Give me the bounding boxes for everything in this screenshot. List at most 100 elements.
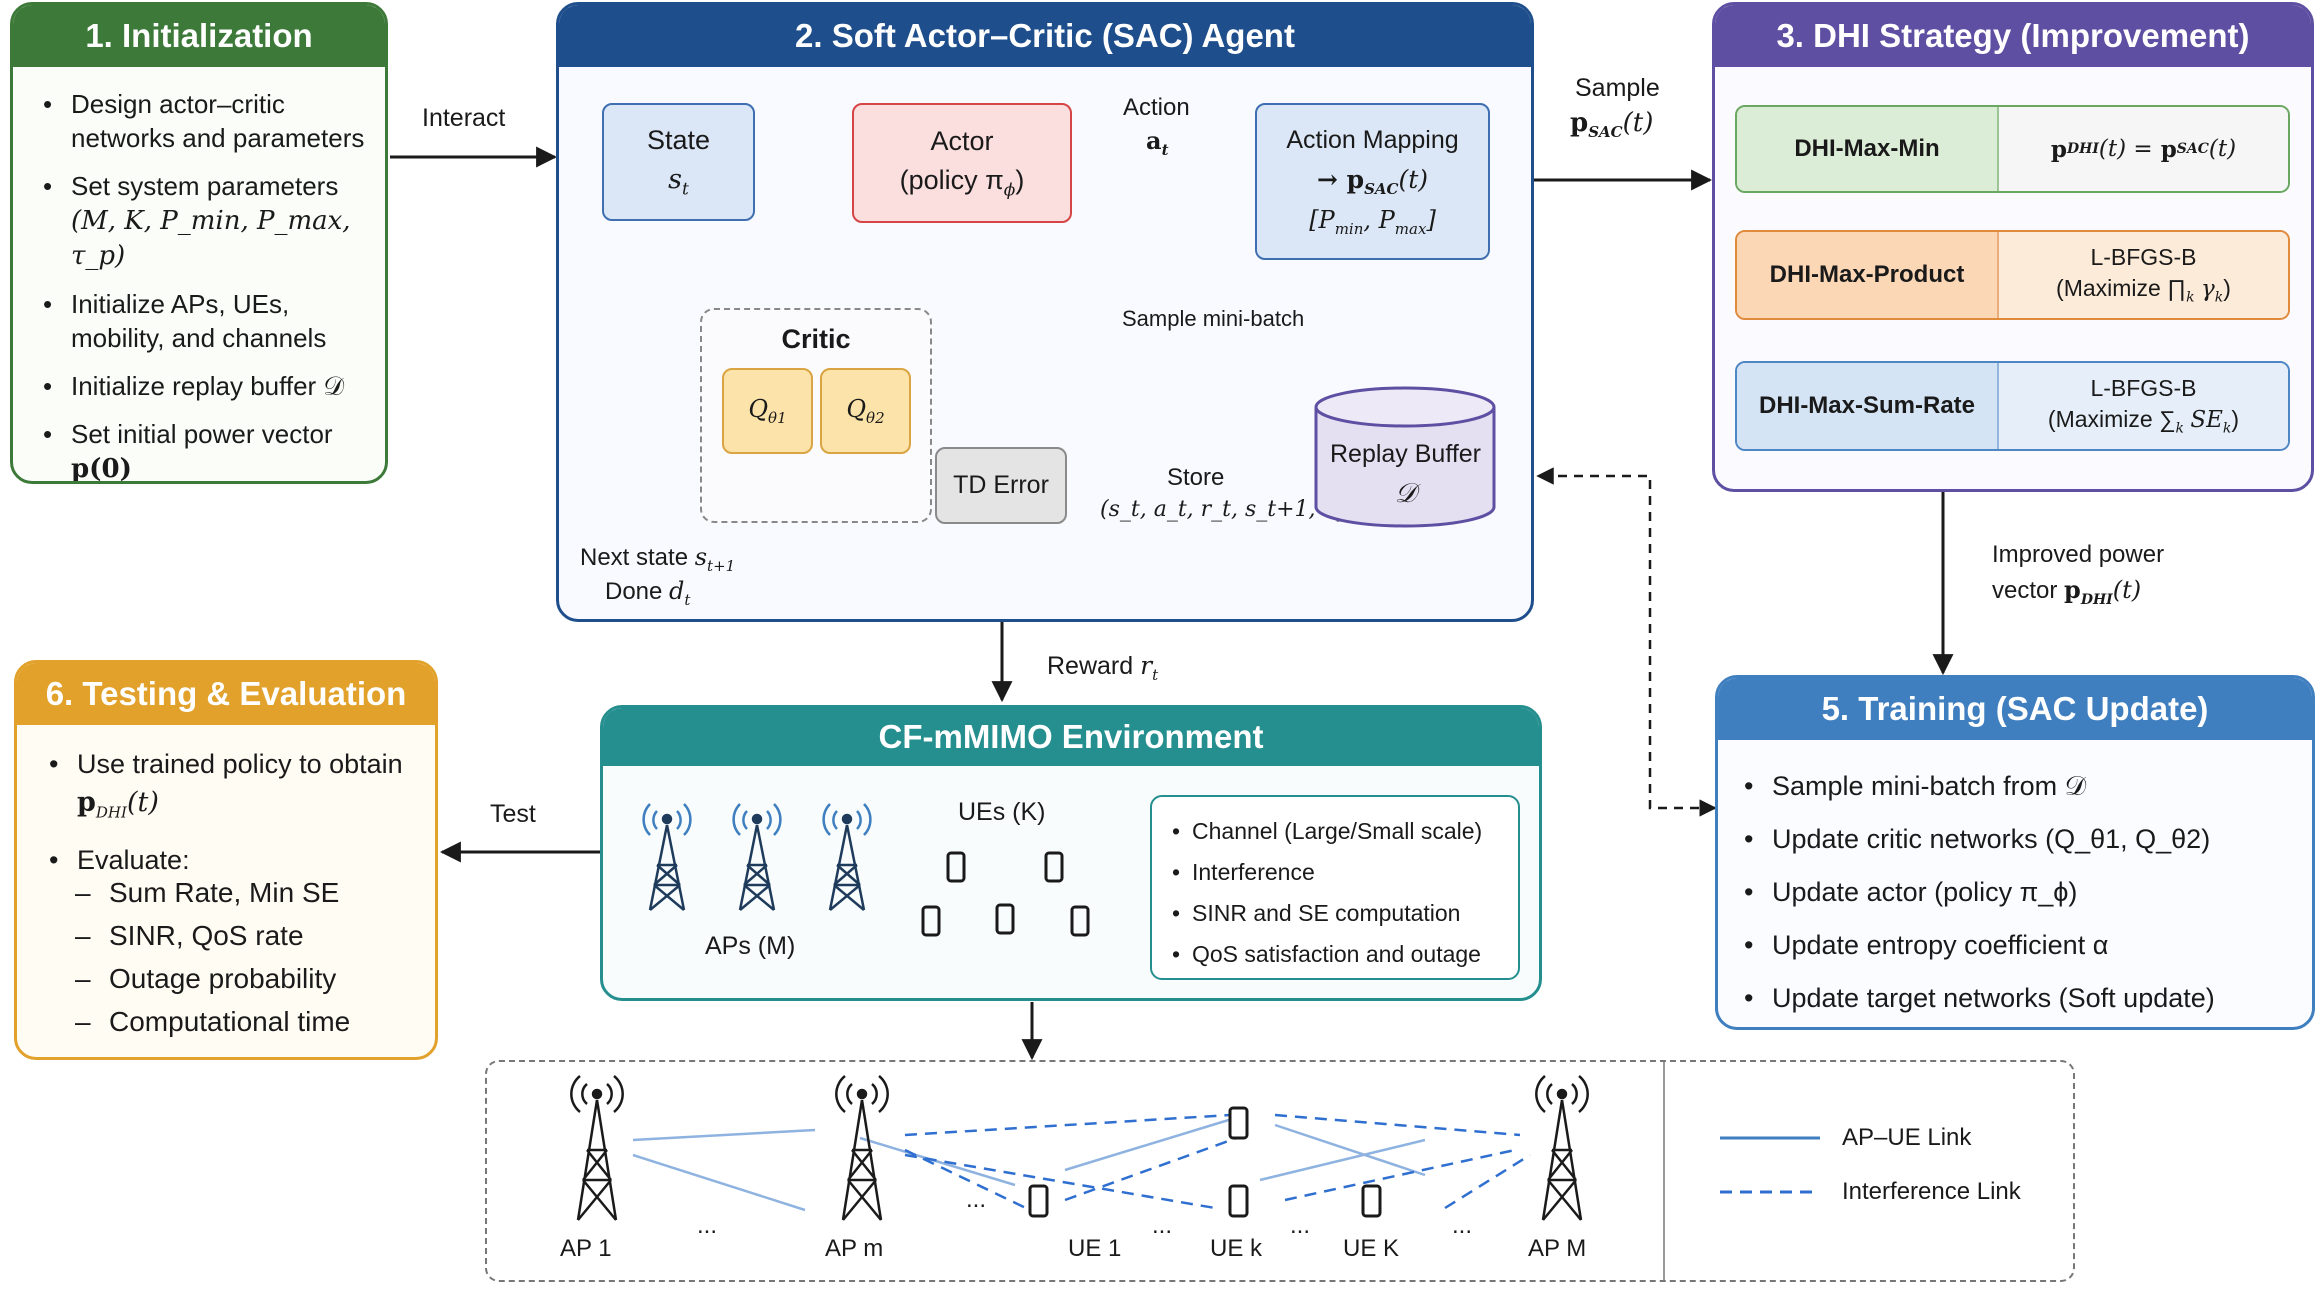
network-dots: ...: [1152, 1212, 1173, 1239]
action-symbol: at: [1146, 126, 1169, 159]
antenna-tower-icon: [822, 803, 872, 911]
legend-link-label: AP–UE Link: [1842, 1124, 1972, 1151]
antenna-tower-icon: [732, 803, 782, 911]
env-ue-phones: [921, 851, 1090, 937]
env-item: SINR and SE computation: [1166, 893, 1482, 934]
network-dots: ...: [966, 1186, 987, 1213]
ues-label: UEs (K): [958, 798, 1046, 826]
reward-label: Reward rt: [1047, 651, 1159, 684]
improved-label-1: Improved power: [1992, 541, 2165, 568]
phone-icon: [995, 903, 1015, 935]
train-title: 5. Training (SAC Update): [1718, 678, 2312, 740]
replay-label: Replay Buffer: [1329, 440, 1481, 468]
test-sub-item: Sum Rate, Min SE: [75, 871, 350, 914]
init-item: Set system parameters(M, K, P_min, P_max…: [37, 169, 382, 273]
q2-box: Qθ2: [820, 368, 911, 454]
network-panel: [485, 1060, 2075, 1282]
state-label: State: [646, 124, 711, 155]
env-item: Channel (Large/Small scale): [1166, 811, 1482, 852]
env-info-box: Channel (Large/Small scale) Interference…: [1150, 795, 1520, 980]
dhi-row-maxproduct: DHI-Max-Product L-BFGS-B (Maximize ∏k γk…: [1735, 230, 2290, 320]
training-replay-arrow: [1536, 467, 1717, 817]
phone-icon: [1228, 1106, 1249, 1140]
network-diagram: [570, 1075, 1589, 1221]
td-error-box: TD Error: [935, 447, 1067, 524]
test-panel: 6. Testing & Evaluation Use trained poli…: [14, 660, 438, 1060]
apm-label: AP m: [825, 1235, 884, 1262]
train-item: Update target networks (Soft update): [1738, 972, 2215, 1025]
test-sub-item: SINR, QoS rate: [75, 914, 350, 957]
legend-interf-label: Interference Link: [1842, 1178, 2021, 1205]
replay-symbol: 𝒟: [1394, 478, 1417, 509]
dhi-maxsumrate-name: DHI-Max-Sum-Rate: [1737, 363, 1999, 449]
env-title: CF-mMIMO Environment: [603, 708, 1539, 766]
train-item: Sample mini-batch from 𝒟: [1738, 760, 2215, 813]
train-item: Update entropy coefficient α: [1738, 919, 2215, 972]
phone-icon: [1228, 1184, 1249, 1218]
phone-icon: [1361, 1184, 1382, 1218]
phone-icon: [921, 905, 941, 937]
init-item: Design actor–critic networks and paramet…: [37, 87, 382, 155]
sac-title: 2. Soft Actor–Critic (SAC) Agent: [559, 5, 1531, 67]
test-title: 6. Testing & Evaluation: [17, 663, 435, 725]
legend-swatches: [1720, 1136, 1820, 1194]
actor-label: Actor: [930, 125, 994, 156]
dhi-maxmin-name: DHI-Max-Min: [1737, 107, 1999, 191]
test-label: Test: [490, 800, 536, 828]
minibatch-label: Sample mini-batch: [1122, 306, 1305, 331]
dhi-row-maxsumrate: DHI-Max-Sum-Rate L-BFGS-B (Maximize ∑k S…: [1735, 361, 2290, 451]
ap-m-tower-icon: [835, 1075, 889, 1221]
replay-buffer-cylinder: [1314, 386, 1496, 528]
ue1-label: UE 1: [1068, 1235, 1122, 1262]
sample-symbol: pSAC(t): [1570, 108, 1654, 142]
next-state-label: Next state st+1: [580, 543, 736, 575]
network-divider: [1663, 1062, 1665, 1280]
critic-label: Critic: [781, 324, 851, 354]
network-dots: ...: [1452, 1212, 1473, 1239]
dhi-maxproduct-desc: L-BFGS-B (Maximize ∏k γk): [1999, 232, 2288, 318]
dhi-title: 3. DHI Strategy (Improvement): [1715, 5, 2311, 67]
apM-label: AP M: [1528, 1235, 1587, 1262]
mapping-label: Action Mapping: [1286, 125, 1459, 154]
uek-label: UE k: [1210, 1235, 1263, 1262]
interact-label: Interact: [422, 104, 506, 132]
test-sub-item: Computational time: [75, 1000, 350, 1043]
phone-icon: [946, 851, 966, 883]
ap-M-tower-icon: [1535, 1075, 1589, 1221]
store-label: Store: [1167, 464, 1225, 491]
train-item: Update critic networks (Q_θ1, Q_θ2): [1738, 813, 2215, 866]
network-dots: ...: [697, 1212, 718, 1239]
phone-icon: [1028, 1184, 1049, 1218]
env-item: QoS satisfaction and outage: [1166, 934, 1482, 975]
train-item: Update actor (policy π_ϕ): [1738, 866, 2215, 919]
antenna-tower-icon: [642, 803, 692, 911]
init-item: Initialize replay buffer 𝒟: [37, 369, 382, 403]
test-sub-item: Outage probability: [75, 957, 350, 1000]
ap1-label: AP 1: [560, 1235, 612, 1262]
phone-icon: [1070, 905, 1090, 937]
env-item: Interference: [1166, 852, 1482, 893]
ueK-label: UE K: [1343, 1235, 1400, 1262]
ap-1-tower-icon: [570, 1075, 624, 1221]
improved-label-2: vector pDHI(t): [1992, 575, 2142, 608]
dhi-maxproduct-name: DHI-Max-Product: [1737, 232, 1999, 318]
env-ap-towers: [642, 803, 872, 911]
init-title: 1. Initialization: [13, 5, 385, 67]
train-panel: 5. Training (SAC Update) Sample mini-bat…: [1715, 675, 2315, 1030]
state-box: State st: [602, 103, 755, 221]
init-item: Initialize APs, UEs, mobility, and chann…: [37, 287, 382, 355]
phone-icon: [1044, 851, 1064, 883]
dhi-maxsumrate-desc: L-BFGS-B (Maximize ∑k SEk): [1999, 363, 2288, 449]
action-mapping-box: Action Mapping → pSAC(t) [Pmin, Pmax]: [1255, 103, 1490, 260]
done-label: Done dt: [605, 577, 691, 609]
actor-box: Actor (policy πϕ): [852, 103, 1072, 223]
sample-label: Sample: [1575, 74, 1660, 102]
network-dots: ...: [1290, 1212, 1311, 1239]
init-panel: 1. Initialization Design actor–critic ne…: [10, 2, 388, 484]
q1-box: Qθ1: [722, 368, 813, 454]
aps-label: APs (M): [705, 932, 796, 960]
action-label: Action: [1123, 94, 1190, 121]
